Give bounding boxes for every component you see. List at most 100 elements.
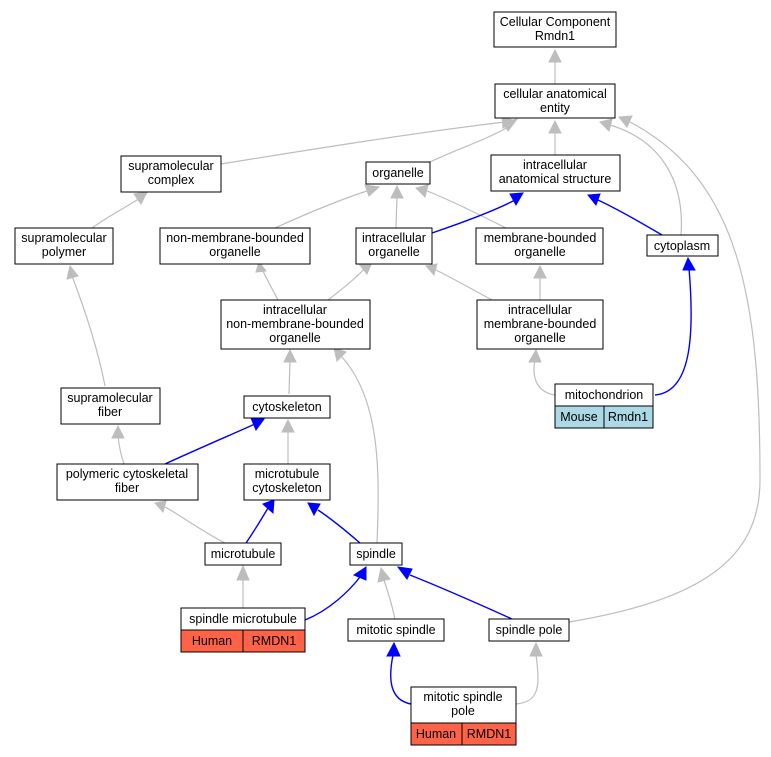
arrowhead [390, 184, 404, 199]
arrowhead [236, 564, 250, 581]
edge-intorg-to-organelle [395, 195, 398, 229]
node-box [475, 227, 604, 265]
node-box [410, 686, 517, 724]
edge-organelle-to-cae [429, 126, 509, 163]
gene-cell [461, 722, 517, 746]
species-label: Human [416, 727, 456, 741]
node-label-line: entity [540, 101, 571, 115]
arrowhead [396, 566, 413, 580]
node-label-line: anatomical structure [499, 172, 612, 186]
node-cellular-component-root[interactable]: Cellular Component Rmdn1 [493, 11, 617, 48]
edges [66, 48, 761, 705]
arrowhead [587, 193, 601, 207]
node-supramolecular-complex[interactable]: supramolecular complex [120, 155, 222, 193]
edge-cytoskeleton-to-inmbo [288, 359, 291, 395]
node-box [220, 299, 371, 350]
arrowhead [333, 347, 347, 362]
node-box [494, 83, 616, 119]
gene-cell [242, 629, 306, 653]
node-spindle-pole[interactable]: spindle pole [488, 618, 570, 642]
node-box [490, 154, 621, 192]
node-polymeric-cytoskeletal-fiber[interactable]: polymeric cytoskeletal fiber [56, 463, 199, 501]
edge-pcf-to-cytoskeleton [164, 423, 256, 465]
node-label-line: non-membrane-bounded [226, 317, 364, 331]
node-box [476, 299, 604, 350]
node-mitotic-spindle[interactable]: mitotic spindle [347, 618, 445, 642]
node-cellular-anatomical-entity[interactable]: cellular anatomical entity [494, 83, 616, 119]
node-label-line: non-membrane-bounded [166, 231, 304, 245]
node-label-line: spindle pole [496, 623, 563, 637]
node-box [159, 227, 311, 265]
node-label-line: supramolecular [67, 391, 152, 405]
edge-msp-to-mitspindle [390, 654, 412, 705]
node-label-line: organelle [514, 245, 565, 259]
node-label-line: intracellular [263, 303, 327, 317]
node-spindle[interactable]: spindle [349, 542, 403, 566]
node-spindle-microtubule[interactable]: spindle microtubule Human RMDN1 [180, 607, 306, 653]
node-label-line: spindle microtubule [189, 612, 297, 626]
node-supramolecular-fiber[interactable]: supramolecular fiber [60, 387, 161, 425]
node-label-line: Cellular Component [500, 15, 611, 29]
node-intracellular-organelle[interactable]: intracellular organelle [355, 227, 433, 265]
edge-inmbo-to-intorg [327, 267, 366, 301]
node-label-line: organelle [209, 245, 260, 259]
node-label-line: cytoskeleton [252, 481, 322, 495]
node-box [243, 463, 331, 501]
node-label-line: organelle [368, 245, 419, 259]
edge-microtubule-to-mtcyto [245, 507, 269, 544]
edge-pcf-to-supfiber [117, 435, 125, 465]
node-box [493, 11, 617, 48]
arrowhead [425, 263, 438, 277]
node-label-line: organelle [372, 166, 423, 180]
node-intracellular-membrane-bounded-organelle[interactable]: intracellular membrane-bounded organelle [476, 299, 604, 350]
node-label-line: intracellular [523, 158, 587, 172]
node-organelle[interactable]: organelle [365, 161, 431, 185]
node-label-line: fiber [98, 405, 122, 419]
edge-mbo-to-organelle [426, 190, 511, 231]
species-label: Human [192, 634, 232, 648]
node-box [204, 542, 282, 566]
arrowhead [364, 184, 381, 197]
node-supramolecular-polymer[interactable]: supramolecular polymer [14, 227, 114, 265]
edge-cytoplasm-to-cae [609, 124, 683, 236]
node-microtubule[interactable]: microtubule [204, 542, 282, 566]
arrowhead [66, 264, 79, 280]
node-non-membrane-bounded-organelle[interactable]: non-membrane-bounded organelle [159, 227, 311, 265]
edge-spindlepole-to-cae [568, 121, 761, 623]
edge-supfiber-to-suppolymer [71, 275, 106, 387]
edge-mitspindle-to-spindle [383, 579, 396, 620]
node-intracellular-non-membrane-bounded-organelle[interactable]: intracellular non-membrane-bounded organ… [220, 299, 371, 350]
arrowhead [307, 502, 321, 517]
edge-intorg-to-ias [431, 199, 516, 234]
node-cytoskeleton[interactable]: cytoskeleton [243, 395, 331, 419]
node-intracellular-anatomical-structure[interactable]: intracellular anatomical structure [490, 154, 621, 192]
arrowhead [377, 566, 391, 583]
node-label-line: polymer [42, 245, 86, 259]
node-microtubule-cytoskeleton[interactable]: microtubule cytoskeleton [243, 463, 331, 501]
node-box [60, 387, 161, 425]
arrowhead [528, 348, 542, 363]
node-mitochondrion[interactable]: mitochondrion Mouse Rmdn1 [554, 383, 654, 429]
node-label-line: mitochondrion [565, 388, 644, 402]
node-cytoplasm[interactable]: cytoplasm [646, 234, 719, 257]
node-label-line: Rmdn1 [535, 29, 575, 43]
arrowhead [281, 418, 295, 433]
node-label-line: supramolecular [21, 231, 106, 245]
node-label-line: fiber [115, 481, 139, 495]
arrowhead [111, 424, 125, 439]
node-label-line: supramolecular [128, 159, 213, 173]
edge-inmbo-to-nmbo [261, 267, 279, 301]
edge-mitochondrion-to-cytoplasm [654, 267, 692, 396]
node-membrane-bounded-organelle[interactable]: membrane-bounded organelle [475, 227, 604, 265]
arrowhead [283, 348, 297, 363]
node-label-line: membrane-bounded [484, 231, 597, 245]
edge-spindlepole-to-spindle [409, 574, 513, 620]
node-label-line: complex [148, 173, 195, 187]
arrowhead [529, 641, 543, 657]
arrowhead [509, 192, 524, 207]
edge-mitochondrion-to-imbo [533, 359, 556, 396]
arrowhead [262, 499, 275, 515]
node-mitotic-spindle-pole[interactable]: mitotic spindle pole Human RMDN1 [410, 686, 517, 746]
arrowhead [502, 118, 519, 132]
arrowhead [133, 191, 148, 205]
